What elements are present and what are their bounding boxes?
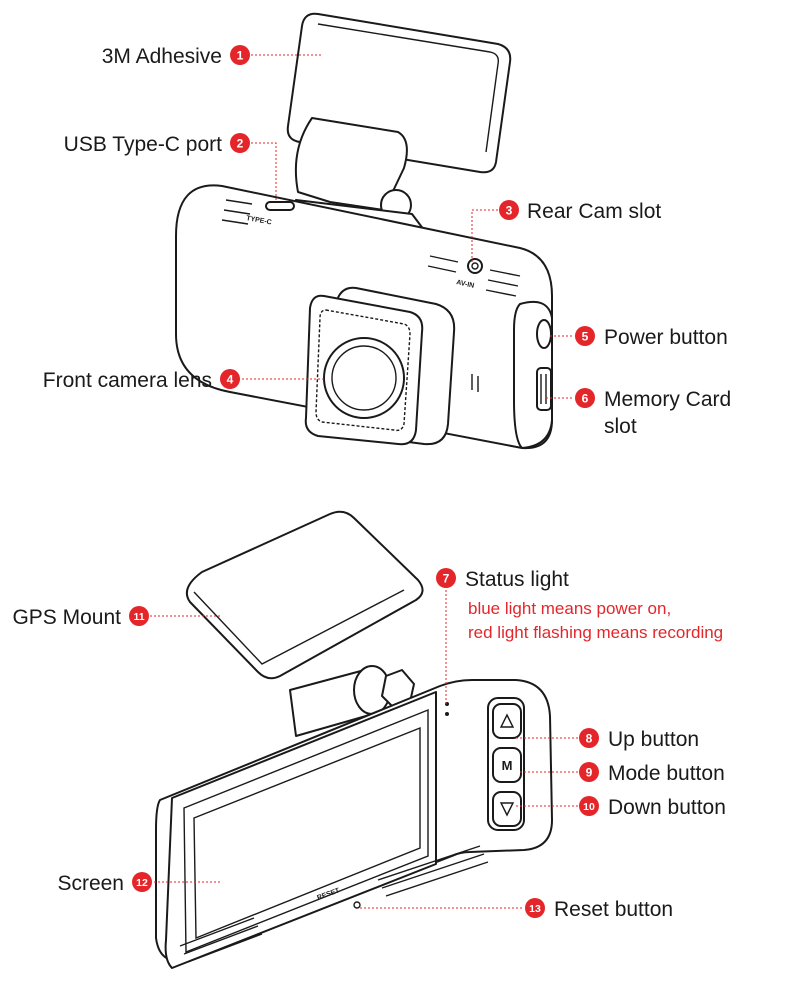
leader-lines bbox=[150, 54, 578, 909]
badge-7 bbox=[436, 568, 456, 588]
label-up-button: Up button bbox=[608, 728, 699, 751]
badge-3 bbox=[499, 200, 519, 220]
mode-key-label: M bbox=[502, 758, 513, 773]
badge-10 bbox=[579, 796, 599, 816]
status-note-2: red light flashing means recording bbox=[468, 623, 723, 642]
callout-5: 5 Power button bbox=[575, 326, 728, 349]
badge-13 bbox=[525, 898, 545, 918]
callout-4: Front camera lens 4 bbox=[43, 369, 240, 392]
svg-text:13: 13 bbox=[529, 903, 541, 915]
badge-5 bbox=[575, 326, 595, 346]
av-marking: AV-IN bbox=[456, 279, 475, 290]
svg-text:6: 6 bbox=[582, 392, 589, 406]
label-front-lens: Front camera lens bbox=[43, 369, 212, 392]
badge-1 bbox=[230, 45, 250, 65]
callout-6: 6 Memory Card slot bbox=[575, 388, 731, 438]
callout-12: Screen 12 bbox=[57, 872, 152, 895]
callout-9: 9 Mode button bbox=[579, 762, 725, 785]
label-3m-adhesive: 3M Adhesive bbox=[102, 45, 222, 68]
rear-view-device: RESET M bbox=[155, 510, 553, 969]
badge-12 bbox=[132, 872, 152, 892]
svg-text:8: 8 bbox=[586, 732, 593, 746]
label-rear-cam-slot: Rear Cam slot bbox=[527, 200, 661, 223]
mode-key bbox=[492, 747, 522, 783]
svg-text:7: 7 bbox=[443, 572, 450, 586]
label-down-button: Down button bbox=[608, 796, 726, 819]
badge-6 bbox=[575, 388, 595, 408]
badge-11 bbox=[129, 606, 149, 626]
label-mode-button: Mode button bbox=[608, 762, 725, 785]
svg-text:1: 1 bbox=[237, 49, 244, 63]
label-power-button: Power button bbox=[604, 326, 728, 349]
down-key bbox=[492, 791, 522, 827]
svg-text:10: 10 bbox=[583, 801, 595, 813]
label-memory-card: Memory Card bbox=[604, 388, 731, 411]
callout-1: 3M Adhesive 1 bbox=[102, 45, 250, 68]
callout-13: 13 Reset button bbox=[525, 898, 673, 921]
label-reset-button: Reset button bbox=[554, 898, 673, 921]
svg-text:5: 5 bbox=[582, 330, 589, 344]
front-view-device: TYPE-C AV-IN bbox=[175, 12, 553, 450]
status-note-1: blue light means power on, bbox=[468, 599, 671, 618]
label-usb-port: USB Type-C port bbox=[64, 133, 223, 156]
badge-4 bbox=[220, 369, 240, 389]
svg-text:3: 3 bbox=[506, 204, 513, 218]
label-status-light: Status light bbox=[465, 568, 569, 591]
badge-2 bbox=[230, 133, 250, 153]
label-gps-mount: GPS Mount bbox=[12, 606, 121, 629]
svg-text:12: 12 bbox=[136, 877, 148, 889]
callout-10: 10 Down button bbox=[579, 796, 726, 819]
badge-9 bbox=[579, 762, 599, 782]
usb-marking: TYPE-C bbox=[246, 215, 272, 226]
svg-text:9: 9 bbox=[586, 766, 593, 780]
svg-text:2: 2 bbox=[237, 137, 244, 151]
label-screen: Screen bbox=[57, 872, 124, 895]
callout-2: USB Type-C port 2 bbox=[64, 133, 250, 156]
svg-text:4: 4 bbox=[227, 373, 234, 387]
callout-7: 7 Status light blue light means power on… bbox=[436, 568, 723, 642]
svg-text:11: 11 bbox=[133, 611, 144, 623]
callout-11: GPS Mount 11 bbox=[12, 606, 149, 629]
badge-8 bbox=[579, 728, 599, 748]
label-memory-card-line2: slot bbox=[604, 415, 637, 438]
callout-3: 3 Rear Cam slot bbox=[499, 200, 661, 223]
up-key bbox=[492, 703, 522, 739]
callout-8: 8 Up button bbox=[579, 728, 699, 751]
